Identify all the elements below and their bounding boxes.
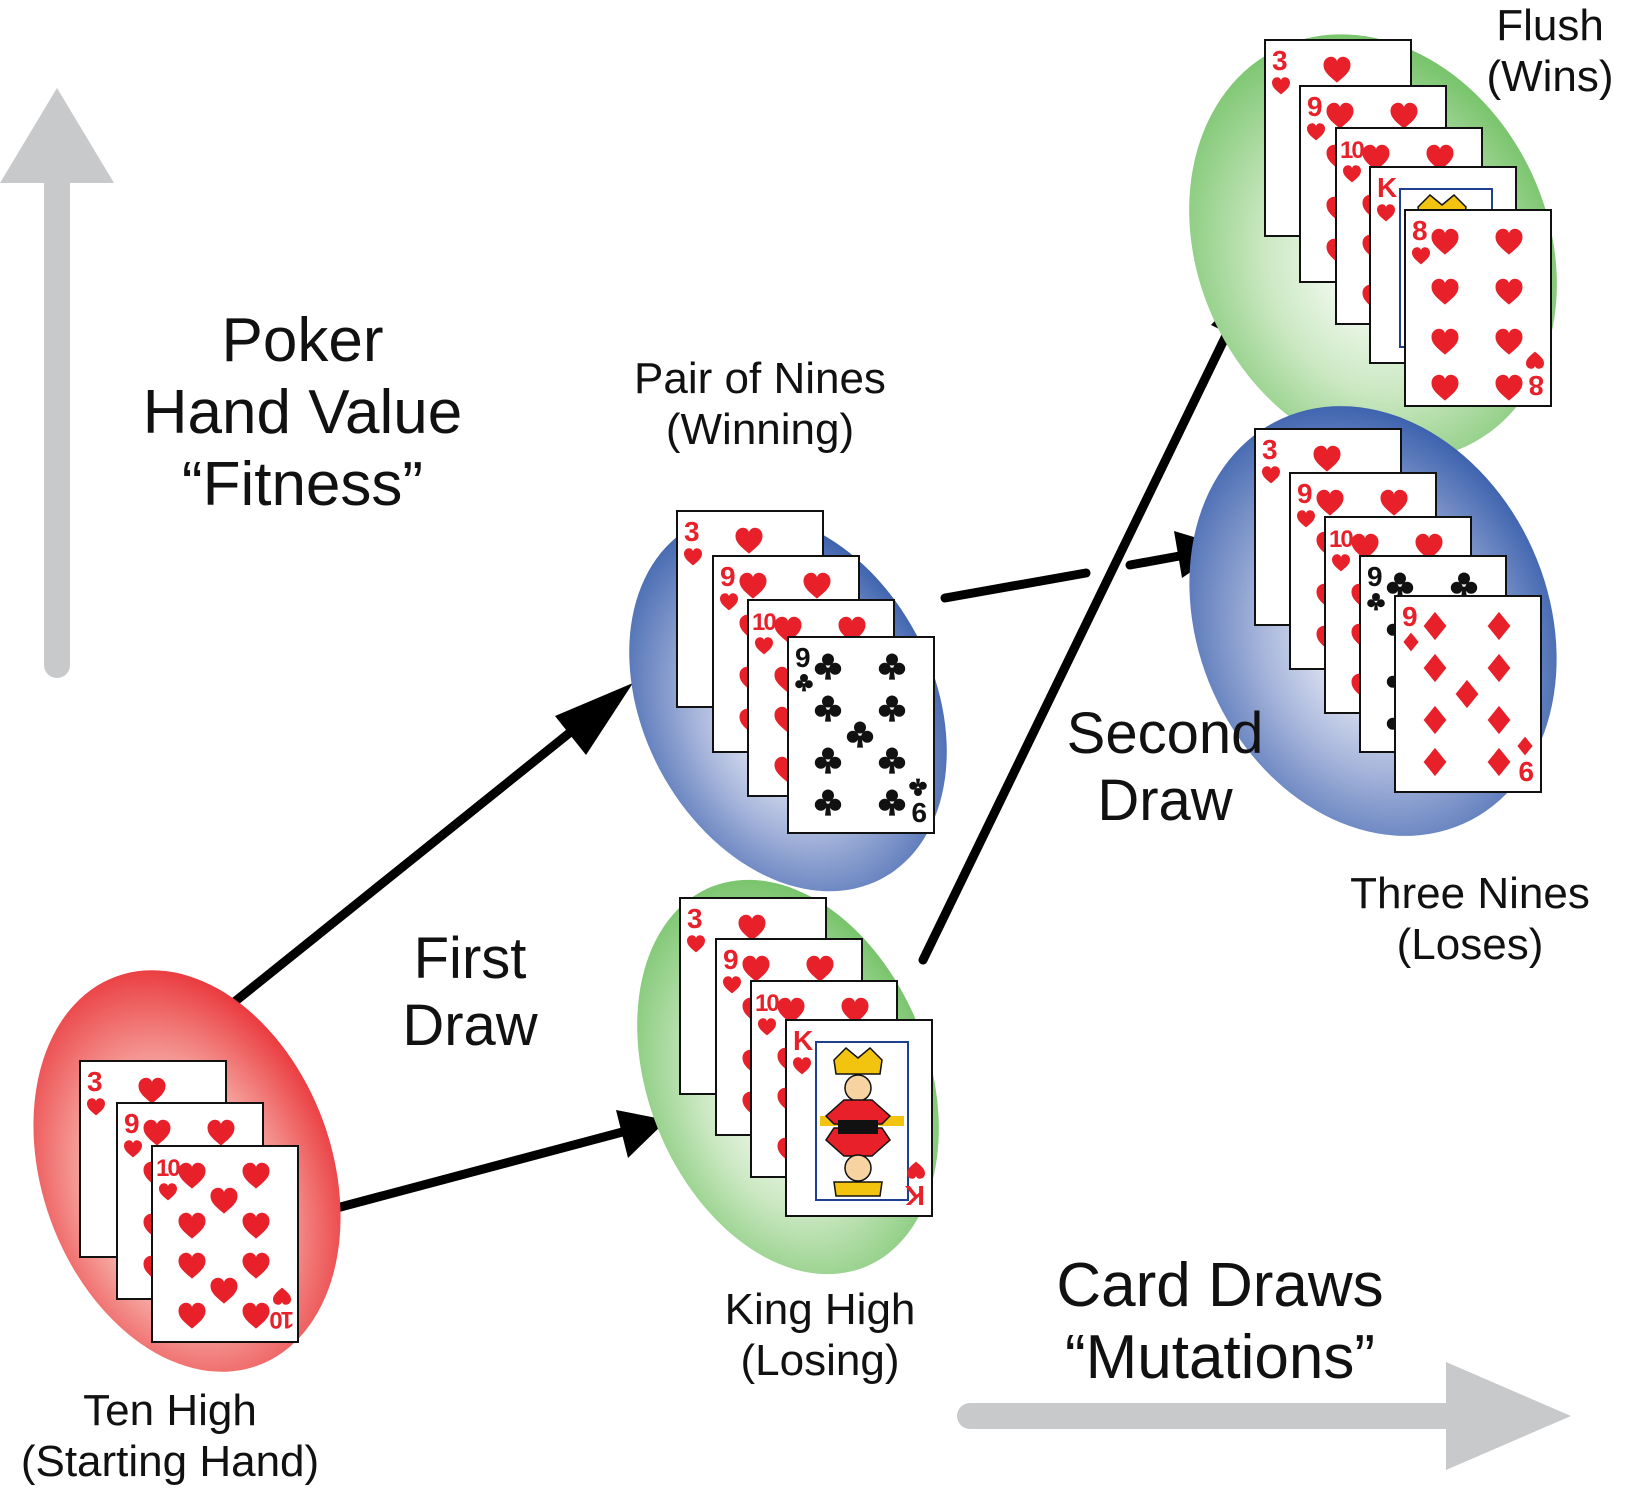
hand-king: 33991010KK	[637, 879, 939, 1275]
hand-label-flush-line2: (Wins)	[1486, 52, 1614, 102]
fitness-label-line1: Poker	[221, 306, 384, 375]
hand-label-pair: Pair of Nines (Winning)	[600, 353, 920, 455]
hand-three: 339910109999	[1189, 406, 1557, 836]
card-rank-top: 10	[1329, 526, 1353, 553]
arrow-start-to-king	[328, 1110, 667, 1214]
hand-pair: 3399101099	[629, 510, 947, 892]
card-rank-top: 10	[1340, 137, 1364, 164]
card-rank-bottom: 9	[911, 797, 927, 828]
card-rank-top: 8	[1412, 215, 1428, 246]
hand-label-three-line1: Three Nines	[1350, 869, 1590, 918]
fitness-label-line2: Hand Value	[142, 377, 463, 447]
card-rank-top: 10	[752, 609, 776, 636]
card-rank-top: 9	[124, 1108, 140, 1139]
card-rank-top: 3	[687, 903, 703, 934]
king-face-art	[815, 1041, 909, 1201]
card-corner-bottom: K	[905, 1161, 925, 1211]
mutations-label-line1: Card Draws	[1056, 1251, 1384, 1320]
hand-label-start-line1: Ten High	[83, 1386, 257, 1435]
arrow-pair-to-three	[940, 531, 1227, 603]
hand-label-king: King High (Losing)	[680, 1284, 960, 1386]
playing-card: 10 10	[151, 1145, 299, 1343]
fitness-label-line3: “Fitness”	[181, 449, 424, 519]
card-corner-bottom: 8	[1526, 351, 1544, 401]
card-rank-top: 9	[1402, 601, 1418, 632]
card-rank-top: 9	[723, 944, 739, 975]
playing-card: 88	[1404, 209, 1552, 407]
card-rank-top: 9	[795, 642, 811, 673]
mutations-axis-arrow	[957, 1362, 1571, 1470]
hand-label-pair-line1: Pair of Nines	[634, 354, 886, 403]
card-rank-bottom: K	[905, 1180, 925, 1211]
second-draw-label: Second Draw	[1040, 700, 1290, 835]
first-draw-label: First Draw	[370, 925, 570, 1060]
hand-label-three-line2: (Loses)	[1396, 920, 1544, 970]
fitness-axis-arrow	[0, 88, 114, 678]
second-draw-line1: Second	[1066, 701, 1264, 766]
hand-label-king-line1: King High	[724, 1285, 916, 1334]
card-rank-top: 10	[755, 990, 779, 1017]
card-rank-top: 9	[1307, 91, 1323, 122]
first-draw-line1: First	[413, 926, 527, 991]
second-draw-line2: Draw	[1097, 768, 1233, 834]
card-corner-bottom: 9	[1517, 736, 1534, 787]
card-face	[787, 636, 935, 834]
playing-card: KK	[785, 1019, 933, 1217]
card-rank-top: 10	[156, 1155, 180, 1182]
card-rank-top: 9	[1297, 478, 1313, 509]
card-rank-top: K	[793, 1025, 813, 1056]
card-rank-top: 3	[87, 1066, 103, 1097]
card-rank-top: K	[1377, 172, 1397, 203]
card-face	[151, 1145, 299, 1343]
card-corner-bottom: 10	[270, 1287, 294, 1333]
first-draw-line2: Draw	[402, 993, 538, 1059]
hand-label-three: Three Nines (Loses)	[1320, 868, 1620, 970]
arrow-start-to-pair	[197, 683, 633, 1033]
card-rank-bottom: 9	[1518, 756, 1534, 787]
card-rank-top: 9	[1367, 561, 1383, 592]
hand-label-king-line2: (Losing)	[740, 1336, 900, 1386]
card-face	[1404, 209, 1552, 407]
fitness-axis-label: Poker Hand Value “Fitness”	[100, 305, 505, 521]
card-rank-bottom: 8	[1528, 370, 1544, 401]
card-rank-top: 3	[1272, 45, 1288, 76]
card-rank-top: 9	[720, 561, 736, 592]
hand-label-pair-line2: (Winning)	[665, 405, 855, 455]
card-corner-bottom: 9	[909, 778, 927, 828]
hand-label-flush-line1: Flush	[1496, 1, 1604, 50]
hand-start: 33991010	[33, 970, 341, 1372]
hand-label-flush: Flush (Wins)	[1470, 0, 1630, 102]
hand-flush: 33991010KK88	[1189, 34, 1557, 460]
playing-card: 99	[787, 636, 935, 834]
hands-layer: 33991010339910109933991010KK33991010KK88…	[33, 34, 1557, 1372]
mutations-label-line2: “Mutations”	[1064, 1322, 1376, 1392]
hand-label-start-line2: (Starting Hand)	[20, 1437, 320, 1487]
mutations-axis-label: Card Draws “Mutations”	[1000, 1250, 1440, 1394]
card-rank-bottom: 10	[270, 1306, 294, 1333]
hand-label-start: Ten High (Starting Hand)	[0, 1385, 340, 1487]
card-rank-top: 3	[684, 516, 700, 547]
card-rank-top: 3	[1262, 434, 1278, 465]
playing-card: 99	[1394, 595, 1542, 793]
